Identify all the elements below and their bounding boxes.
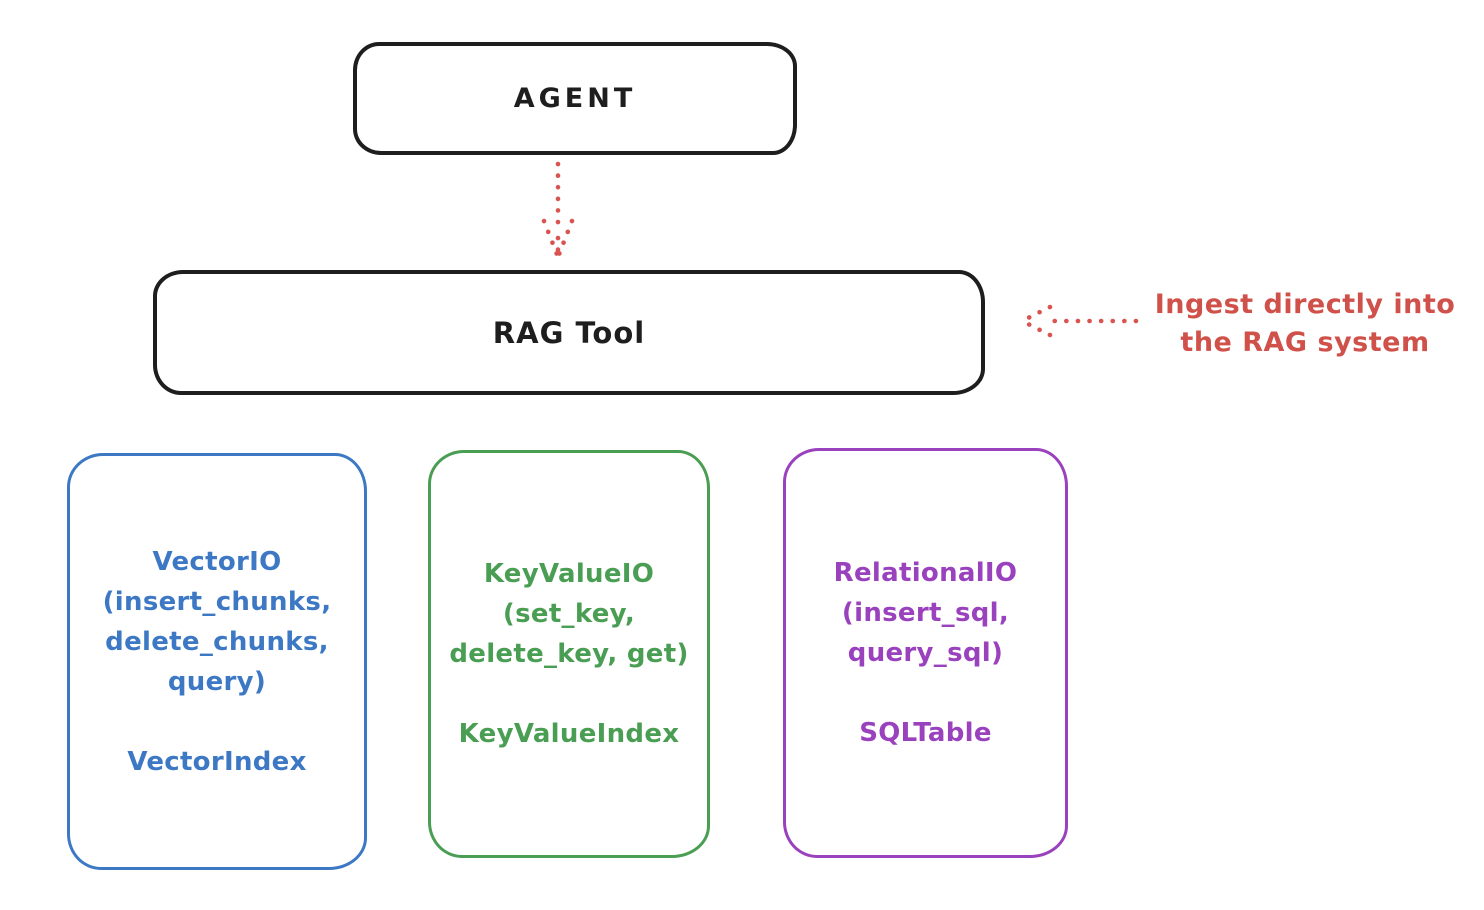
rag-tool-label: RAG Tool — [492, 315, 646, 350]
agent-node: AGENT — [353, 42, 797, 155]
annotation-to-rag-tool-arrow — [1019, 304, 1139, 338]
rag-tool-node: RAG Tool — [153, 270, 985, 395]
annotation-text: Ingest directly into the RAG system — [1140, 286, 1470, 362]
relational-io-text: RelationalIO(insert_sql,query_sql) SQLTa… — [833, 558, 1018, 748]
vector-io-text: VectorIO(insert_chunks,delete_chunks,que… — [102, 546, 332, 777]
agent-to-rag-tool-arrow — [541, 161, 575, 260]
annotation-line-2: the RAG system — [1180, 327, 1430, 358]
relational-io-box: RelationalIO(insert_sql,query_sql) SQLTa… — [783, 448, 1068, 858]
annotation-line-1: Ingest directly into — [1154, 289, 1456, 320]
key-value-io-text: KeyValueIO(set_key,delete_key, get) KeyV… — [449, 559, 689, 749]
vector-io-box: VectorIO(insert_chunks,delete_chunks,que… — [67, 453, 367, 870]
key-value-io-box: KeyValueIO(set_key,delete_key, get) KeyV… — [428, 450, 710, 858]
agent-label: AGENT — [513, 83, 637, 114]
